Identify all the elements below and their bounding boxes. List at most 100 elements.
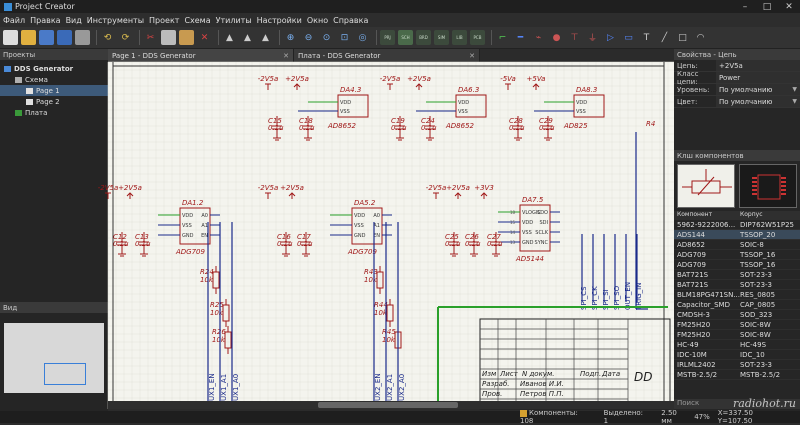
menu-item-8[interactable]: Окно: [306, 15, 329, 25]
property-value[interactable]: По умолчанию▼: [716, 96, 800, 107]
column-header[interactable]: Корпус: [740, 211, 763, 218]
zoom-fit-icon[interactable]: ⊙: [322, 32, 331, 43]
mode-button-lib[interactable]: LIB: [452, 30, 467, 45]
mode-button-sim[interactable]: SIM: [434, 30, 449, 45]
chevron-down-icon[interactable]: ▼: [792, 98, 797, 105]
schematic-grid: [107, 61, 674, 409]
tree-item-3[interactable]: Page 2: [0, 96, 108, 107]
component-row[interactable]: BLM18PG471SN...RES_0805: [674, 290, 800, 300]
maximize-button[interactable]: □: [762, 1, 772, 12]
delete-icon[interactable]: ✕: [200, 32, 209, 43]
paste-icon[interactable]: [179, 30, 194, 45]
align-left-icon[interactable]: ▲: [226, 32, 233, 43]
line-tool-icon[interactable]: ╱: [661, 32, 668, 43]
tab-close-icon[interactable]: ✕: [469, 51, 475, 60]
redo-icon[interactable]: ⟳: [121, 32, 130, 43]
chip-pin: GND: [354, 233, 366, 239]
zoom-select-icon[interactable]: ◎: [358, 32, 367, 43]
align-center-icon[interactable]: ▲: [244, 32, 251, 43]
property-value[interactable]: По умолчанию▼: [716, 84, 800, 95]
cursor-coords: X=337.50 Y=107.50: [717, 409, 753, 425]
menu-item-7[interactable]: Настройки: [256, 15, 302, 25]
sheet-icon[interactable]: ▭: [624, 32, 633, 43]
property-value[interactable]: +2V5a: [716, 60, 800, 71]
minimize-button[interactable]: –: [742, 1, 748, 12]
mode-button-prj[interactable]: PRJ: [380, 30, 395, 45]
menu-item-2[interactable]: Вид: [65, 15, 82, 25]
rect-tool-icon[interactable]: □: [678, 32, 687, 43]
copy-icon[interactable]: [161, 30, 176, 45]
save-icon[interactable]: [39, 30, 54, 45]
menu-item-5[interactable]: Схема: [184, 15, 211, 25]
menu-item-1[interactable]: Правка: [30, 15, 61, 25]
text-tool-icon[interactable]: T: [643, 32, 650, 43]
pin-number: 15: [510, 220, 516, 225]
mode-button-brd[interactable]: BRD: [416, 30, 431, 45]
menu-item-0[interactable]: Файл: [3, 15, 26, 25]
cap-value: 0.1u: [421, 124, 437, 132]
save-all-icon[interactable]: [57, 30, 72, 45]
power-port-icon[interactable]: ⊤: [570, 32, 579, 43]
mode-button-pcb[interactable]: PCB: [470, 30, 485, 45]
zoom-in-icon[interactable]: ⊕: [286, 32, 295, 43]
menu-item-6[interactable]: Утилиты: [215, 15, 252, 25]
bus-tool-icon[interactable]: ━: [517, 32, 524, 43]
cap-ref: C24: [421, 117, 435, 125]
tree-item-2[interactable]: Page 1: [0, 85, 108, 96]
column-header[interactable]: Компонент: [677, 211, 713, 218]
scroll-thumb[interactable]: [318, 402, 458, 408]
menu-item-4[interactable]: Проект: [149, 15, 180, 25]
net-label-icon[interactable]: ⌁: [535, 32, 542, 43]
wire-tool-icon[interactable]: ⌐: [498, 32, 507, 43]
align-right-icon[interactable]: ▲: [262, 32, 269, 43]
port-icon[interactable]: ▷: [607, 32, 614, 43]
tree-item-4[interactable]: Плата: [0, 107, 108, 118]
close-button[interactable]: ✕: [785, 1, 793, 12]
mode-button-sch[interactable]: SCH: [398, 30, 413, 45]
open-folder-icon[interactable]: [21, 30, 36, 45]
component-name: ADS144: [677, 230, 705, 239]
arc-tool-icon[interactable]: ◠: [696, 32, 705, 43]
tree-item-0[interactable]: DDS Generator: [0, 63, 108, 74]
property-value[interactable]: Power: [716, 72, 800, 83]
zoom-out-icon[interactable]: ⊖: [304, 32, 313, 43]
undo-icon[interactable]: ⟲: [103, 32, 112, 43]
schematic-drawing[interactable]: -2V5a+2V5a-2V5a+2V5a-5Va+5VaDA4.3AD8652V…: [98, 61, 674, 410]
tree-item-1[interactable]: Схема: [0, 74, 108, 85]
resistor-ref: R26: [212, 328, 226, 336]
tab-0[interactable]: Page 1 - DDS Generator✕: [108, 49, 294, 62]
horizontal-scrollbar[interactable]: [108, 401, 674, 409]
cut-icon[interactable]: ✂: [146, 32, 155, 43]
print-icon[interactable]: [75, 30, 90, 45]
zoom-area-icon[interactable]: ⊡: [340, 32, 349, 43]
title-block-text: Лист: [499, 370, 519, 378]
junction-icon[interactable]: ●: [552, 32, 561, 43]
tab-1[interactable]: Плата - DDS Generator✕: [294, 49, 480, 62]
menu-item-9[interactable]: Справка: [333, 15, 369, 25]
component-search[interactable]: Поиск: [674, 399, 800, 409]
component-row[interactable]: 5962-9222006...DIP762W51P25: [674, 220, 800, 230]
menu-item-3[interactable]: Инструменты: [86, 15, 145, 25]
cap-value: 0.1u: [135, 240, 151, 248]
viewport-frame[interactable]: [44, 363, 86, 385]
new-file-icon[interactable]: [3, 30, 18, 45]
ground-icon[interactable]: ⏚: [587, 34, 597, 44]
overview-map[interactable]: [4, 323, 104, 393]
tab-close-icon[interactable]: ✕: [283, 51, 289, 60]
chevron-down-icon[interactable]: ▼: [792, 86, 797, 93]
